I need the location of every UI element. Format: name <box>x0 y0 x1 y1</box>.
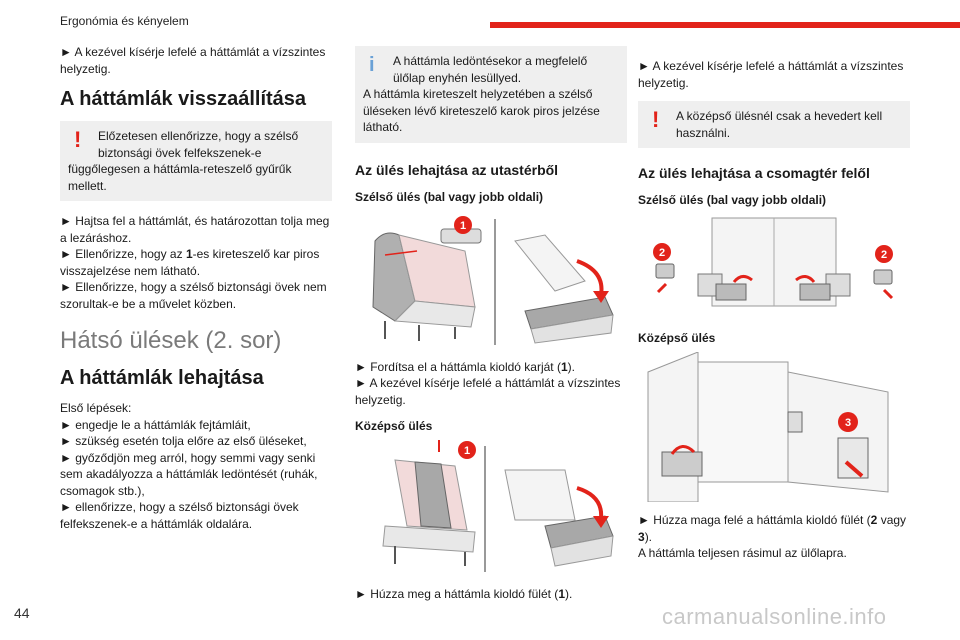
intro-paragraph-3: ► A kezével kísérje lefelé a háttámlát a… <box>638 59 904 90</box>
instr-pull-a: ► Húzza meg a háttámla kioldó fülét ( <box>355 587 559 601</box>
warning-text-first: Előzetesen ellenőrizze, hogy a szélső bi… <box>98 129 299 160</box>
header-accent-bar <box>490 22 960 28</box>
step-check-b: -es kireteszelő kar piros visszajelzése … <box>60 247 320 278</box>
instr-pull-trunk-a: ► Húzza maga felé a háttámla kioldó fülé… <box>638 513 871 527</box>
first-steps: Első lépések: ► engedje le a háttámlák f… <box>60 400 332 532</box>
first-step-2: ► szükség esetén tolja előre az első ülé… <box>60 434 307 448</box>
callout-badge-3 <box>838 412 858 432</box>
callout-badge-2-right <box>875 245 893 263</box>
info-callout: i A háttámla ledöntésekor a megfelelő ül… <box>355 46 627 143</box>
first-step-3: ► győződjön meg arról, hogy semmi vagy s… <box>60 450 318 498</box>
column-2: i A háttámla ledöntésekor a megfelelő ül… <box>355 44 627 613</box>
callout-badge-1b-text: 1 <box>464 445 470 457</box>
info-icon: i <box>369 54 375 76</box>
step-check-a: ► Ellenőrizze, hogy az <box>60 247 186 261</box>
figure-middle-seat-fold: 1 <box>382 440 614 572</box>
seat-illustration-left <box>372 228 482 341</box>
heading-middle-seat: Középső ülés <box>355 419 433 433</box>
step-push: ► Hajtsa fel a háttámlát, és határozotta… <box>60 214 330 245</box>
figure-trunk-outer-seats: 2 2 <box>653 217 894 307</box>
heading-restore-backrests: A háttámlák visszaállítása <box>60 88 307 110</box>
instr-final: A háttámla teljesen rásimul az ülőlapra. <box>638 546 847 560</box>
instr-turn-a: ► Fordítsa el a háttámla kioldó karját ( <box>355 359 561 374</box>
page-header-title: Ergonómia és kényelem <box>60 14 189 28</box>
instr-turn-b: ). <box>567 359 575 374</box>
figure-outer-seat-fold: 1 <box>372 215 614 345</box>
warning-exclamation-icon: ! <box>74 127 82 152</box>
intro-paragraph: ► A kezével kísérje lefelé a háttámlát a… <box>60 45 326 76</box>
callout-badge-2-left <box>653 243 671 261</box>
heading-rear-seats: Hátsó ülések (2. sor) <box>60 327 282 354</box>
heading-fold-from-cabin: Az ülés lehajtása az utastérből <box>355 161 559 178</box>
page-number: 44 <box>14 605 30 621</box>
warning-middle-first: A középső ülésnél csak a hevedert kell <box>676 109 883 123</box>
first-step-4: ► ellenőrizze, hogy a szélső biztonsági … <box>60 500 299 531</box>
middle-seat-illustration-left <box>382 459 476 566</box>
warning-middle-rest: használni. <box>676 125 731 140</box>
instr-guide: ► A kezével kísérje lefelé a háttámlát a… <box>355 376 621 407</box>
restore-steps: ► Hajtsa fel a háttámlát, és határozotta… <box>60 213 332 312</box>
callout-badge-2-right-text: 2 <box>881 249 887 261</box>
warning-exclamation-icon: ! <box>652 107 660 132</box>
heading-fold-backrests: A háttámlák lehajtása <box>60 367 264 389</box>
heading-outer-seat: Szélső ülés (bal vagy jobb oldali) <box>355 189 544 204</box>
instr-turn-num: 1 <box>560 359 568 374</box>
callout-badge-1-text: 1 <box>460 220 466 232</box>
callout-badge-1b <box>458 441 476 459</box>
column-3: ► A kezével kísérje lefelé a háttámlát a… <box>638 44 910 572</box>
step-belts: ► Ellenőrizze, hogy a szélső biztonsági … <box>60 280 327 311</box>
seat-illustration-right <box>514 233 614 344</box>
callout-badge-1 <box>454 215 472 234</box>
warning-text-rest: függőlegesen a háttámla-reteszelő gyűrűk… <box>68 162 292 193</box>
instr-pull-trunk-n1: 2 <box>870 513 878 527</box>
instr-pull-trunk-b: ). <box>644 529 653 544</box>
instr-pull-trunk-n2: 3 <box>638 529 645 544</box>
info-text-rest: A háttámla kireteszelt helyzetében a szé… <box>363 87 600 134</box>
instr-pull-b: ). <box>565 587 573 601</box>
callout-badge-2-left-text: 2 <box>659 247 665 259</box>
middle-seat-instructions: ► Húzza meg a háttámla kioldó fülét (1). <box>355 586 627 603</box>
outer-seat-instructions: ► Fordítsa el a háttámla kioldó karját (… <box>355 359 627 409</box>
warning-callout-middle: ! A középső ülésnél csak a hevedert kell… <box>638 101 910 148</box>
figure-trunk-middle-seat: 3 <box>647 352 889 502</box>
callout-badge-3-text: 3 <box>845 417 851 429</box>
trunk-pull-instructions: ► Húzza maga felé a háttámla kioldó fülé… <box>638 512 910 562</box>
first-steps-label: Első lépések: <box>60 401 132 415</box>
watermark: carmanualsonline.info <box>662 604 887 629</box>
column-1: ► A kezével kísérje lefelé a háttámlát a… <box>60 44 332 542</box>
first-step-1: ► engedje le a háttámlák fejtámláit, <box>60 417 251 432</box>
info-text-first: A háttámla ledöntésekor a megfelelő ülől… <box>393 54 588 85</box>
instr-pull-num: 1 <box>558 587 565 601</box>
instr-pull-trunk-mid: vagy <box>877 513 907 527</box>
heading-middle-seat-trunk: Középső ülés <box>638 331 716 345</box>
middle-seat-back-illustration <box>697 361 789 483</box>
warning-callout: ! Előzetesen ellenőrizze, hogy a szélső … <box>60 121 332 201</box>
step-num: 1 <box>185 247 193 261</box>
middle-seat-illustration-right <box>504 469 614 567</box>
heading-outer-seat-trunk: Szélső ülés (bal vagy jobb oldali) <box>638 193 827 207</box>
heading-fold-from-trunk: Az ülés lehajtása a csomagtér felől <box>638 165 870 181</box>
